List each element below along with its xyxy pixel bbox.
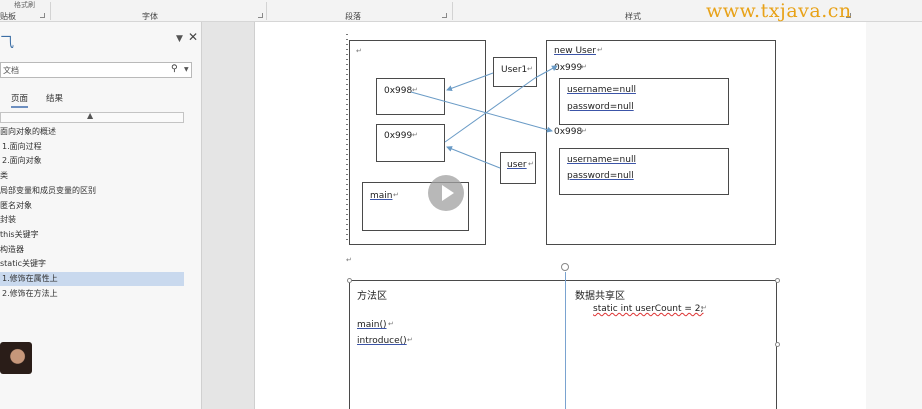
stack-addr-2: 0x999	[384, 131, 413, 141]
paragraph-mark: ↵	[412, 131, 418, 139]
obj2-password: password=null	[567, 171, 634, 181]
ribbon-divider	[266, 2, 267, 20]
collapse-headings-bar[interactable]: ▲	[0, 111, 184, 123]
tab-pages[interactable]: 页面	[11, 92, 29, 108]
nav-heading-item[interactable]: 封装	[0, 215, 16, 225]
paragraph-mark: ↵	[581, 63, 587, 71]
ribbon: 格式刷 贴板 字体 段落 样式	[0, 0, 922, 22]
shared-area-title: 数据共享区	[575, 291, 625, 302]
play-icon[interactable]	[428, 175, 464, 211]
collapse-icon[interactable]: ▲	[87, 111, 94, 120]
paragraph-mark: ↵	[393, 191, 399, 199]
format-painter-label[interactable]: 格式刷	[14, 1, 35, 9]
ribbon-divider	[452, 2, 453, 20]
ribbon-group-font: 字体	[142, 12, 158, 21]
stack-addr-1: 0x998	[384, 86, 413, 96]
paragraph-mark: ↵	[581, 127, 587, 135]
ribbon-divider	[50, 2, 51, 20]
user-object-box-2	[559, 148, 729, 195]
method-area-table	[349, 280, 777, 409]
nav-heading-item[interactable]: 2.面向对象	[2, 156, 42, 166]
heap-addr-top: 0x999	[554, 63, 583, 73]
resize-handle[interactable]	[775, 278, 780, 283]
user-object-box-1	[559, 78, 729, 125]
nav-heading-item[interactable]: 局部变量和成员变量的区别	[0, 185, 96, 195]
search-input[interactable]: 文档	[3, 66, 19, 75]
user1-ref-label: User1	[501, 65, 528, 75]
user-ref-box	[500, 152, 536, 184]
stack-var-box-1	[376, 78, 445, 115]
nav-heading-item[interactable]: 1.面向过程	[2, 141, 42, 151]
nav-heading-item[interactable]: 类	[0, 171, 8, 181]
heap-area-box	[546, 40, 776, 245]
search-box[interactable]: 文档 ⚲ ▼	[0, 62, 192, 78]
stack-var-box-2	[376, 124, 445, 162]
styles-launcher-icon[interactable]	[846, 13, 851, 18]
paragraph-mark: ↵	[412, 86, 418, 94]
search-icon[interactable]: ⚲	[171, 64, 178, 74]
clipboard-launcher-icon[interactable]	[40, 13, 45, 18]
close-icon[interactable]: ✕	[188, 30, 199, 44]
method-main: main()	[357, 320, 387, 330]
paragraph-mark: ↵	[597, 46, 603, 54]
navigation-logo-icon: ⺄	[0, 35, 14, 51]
paragraph-launcher-icon[interactable]	[442, 13, 447, 18]
paragraph-mark: ↵	[701, 304, 707, 312]
navigation-pane: ⺄ ▼ ✕ 文档 ⚲ ▼ 页面 结果 ▲ 面向对象的概述 1.面向过程 2.面向对象…	[0, 22, 202, 409]
nav-heading-item[interactable]: this关键字	[0, 229, 39, 239]
nav-heading-item[interactable]: 面向对象的概述	[0, 127, 56, 136]
main-frame-label: main	[370, 191, 393, 201]
paragraph-mark: ↵	[528, 160, 534, 168]
search-dropdown-icon[interactable]: ▼	[184, 66, 189, 73]
site-watermark: www.txjava.cn	[706, 0, 852, 22]
resize-handle[interactable]	[775, 342, 780, 347]
user-ref-label: user	[507, 160, 527, 170]
pane-options-icon[interactable]: ▼	[176, 34, 183, 44]
tab-results[interactable]: 结果	[46, 94, 64, 104]
ribbon-group-styles: 样式	[625, 12, 641, 21]
static-field-code[interactable]: static int userCount = 2;	[593, 304, 704, 314]
paragraph-mark: ↵	[388, 320, 394, 328]
obj1-password: password=null	[567, 102, 634, 112]
method-area-title: 方法区	[357, 291, 387, 302]
margin-marks	[346, 34, 348, 244]
obj2-username: username=null	[567, 155, 636, 165]
paragraph-mark: ↵	[527, 65, 533, 73]
nav-heading-item[interactable]: 构造器	[0, 244, 24, 254]
table-column-divider	[565, 272, 566, 409]
paragraph-mark: ↵	[356, 47, 362, 55]
nav-heading-item[interactable]: 1.修饰在属性上	[0, 272, 184, 286]
avatar	[0, 342, 32, 374]
paragraph-mark: ↵	[346, 256, 352, 264]
obj1-username: username=null	[567, 85, 636, 95]
ribbon-group-paragraph: 段落	[345, 12, 361, 21]
resize-handle[interactable]	[347, 278, 352, 283]
right-margin-pane	[866, 22, 922, 409]
rotate-handle-icon[interactable]	[561, 263, 569, 271]
font-launcher-icon[interactable]	[258, 13, 263, 18]
nav-heading-item[interactable]: 匿名对象	[0, 200, 32, 210]
nav-heading-item[interactable]: 2.修饰在方法上	[2, 288, 58, 298]
paragraph-mark: ↵	[407, 336, 413, 344]
new-user-label: new User	[554, 46, 596, 56]
heap-addr-mid: 0x998	[554, 127, 583, 137]
method-introduce: introduce()	[357, 336, 407, 346]
ribbon-group-clipboard: 贴板	[0, 12, 16, 21]
nav-heading-item[interactable]: static关键字	[0, 259, 46, 269]
